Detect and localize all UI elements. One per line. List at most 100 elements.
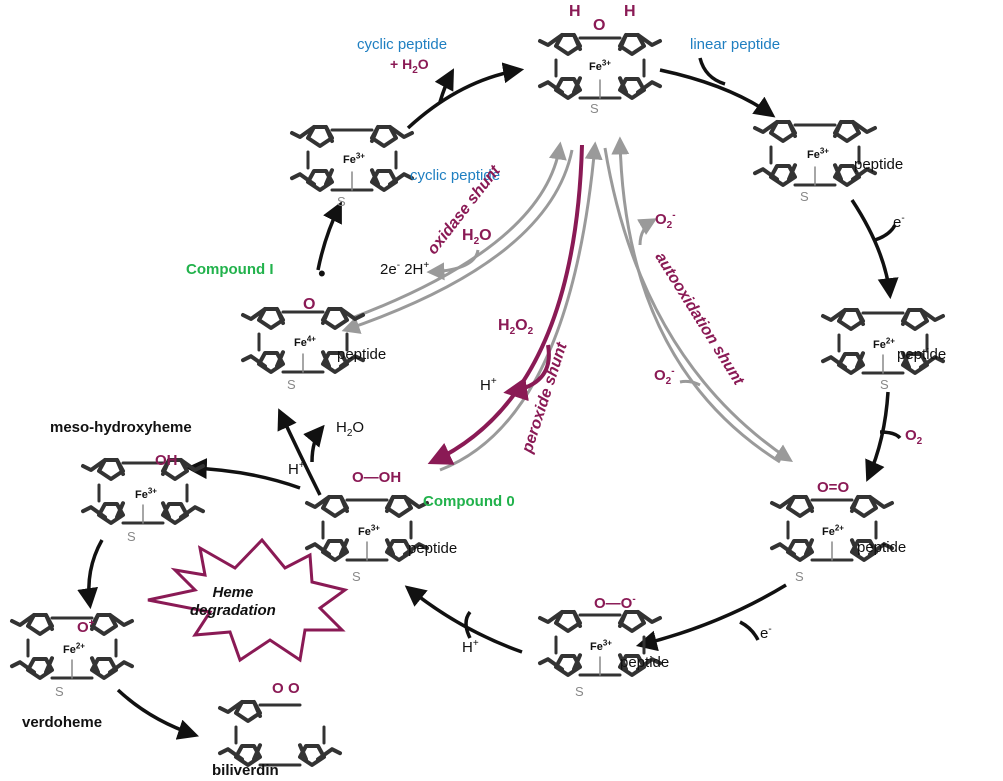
arrow-peroxo-to-compound0: [404, 585, 523, 654]
arrow-e-in-1: [874, 224, 897, 242]
meso-hydroxyheme-label: meso-hydroxyheme: [50, 419, 192, 436]
oxidase-shunt-arrow-b: [351, 141, 567, 320]
arrow-o2-in: [879, 430, 902, 440]
heme-degradation-star: [147, 537, 349, 663]
plus-h2o-label: + H2O: [390, 56, 429, 76]
thiolate-s-peroxo: S: [575, 684, 584, 699]
thiolate-s-meso: S: [127, 529, 136, 544]
superoxide-in-label: O2-: [654, 366, 675, 387]
water-ligand-h-left: H: [569, 3, 581, 20]
fe-ferrous: Fe2+: [873, 336, 895, 351]
thiolate-s-compoundi: S: [287, 377, 296, 392]
cyclic-peptide-release-label: cyclic peptide: [357, 36, 448, 53]
autooxidation-shunt-arrow-b: [611, 136, 781, 464]
peptide-label-substrate: peptide: [854, 156, 904, 173]
peroxide-return-arrow: [439, 141, 603, 472]
oxidase-shunt-arrow-a: [341, 149, 574, 334]
heme-product-bound: [290, 125, 414, 192]
thiolate-s-ferrous: S: [880, 377, 889, 392]
arrow-oxy-to-peroxo: [635, 583, 787, 652]
electron-label-1: e-: [893, 213, 905, 231]
heme-substrate-bound: [753, 120, 877, 187]
heme-verdoheme: [10, 613, 134, 680]
arrow-to-meso: [185, 458, 301, 490]
fe-substrate-bound: Fe3+: [807, 146, 829, 161]
verdoheme-oplus-label: O+: [77, 618, 95, 636]
h2o-side-arrow: [426, 249, 480, 281]
fe-meso-hydroxyheme: Fe3+: [135, 486, 157, 501]
linear-peptide-label: linear peptide: [690, 36, 781, 53]
heme-oxy: [770, 495, 894, 562]
o2-minus-in-arrow: [679, 379, 701, 387]
hplus-label-peroxo: H+: [462, 638, 479, 656]
peptide-label-compoundi: peptide: [337, 346, 387, 363]
heme-peroxo: [538, 610, 662, 677]
arrow-meso-to-verdo: [77, 539, 104, 610]
thiolate-s-compound0: S: [352, 569, 361, 584]
water-ligand-h-right: H: [624, 3, 636, 20]
meso-oh-label: OH: [155, 452, 178, 469]
oxy-ligand-label: O=O: [817, 479, 850, 496]
peptide-label-peroxo: peptide: [620, 654, 670, 671]
peroxide-shunt-arrow: [427, 144, 584, 465]
arrow-compoundi-to-product: [316, 201, 342, 271]
hplus-label-compound0: H+: [288, 460, 305, 478]
h2o-out-label: H2O: [336, 419, 365, 439]
fe-peroxo: Fe3+: [590, 638, 612, 653]
o2-label: O2: [905, 427, 923, 447]
heme-biliverdin: [218, 700, 342, 767]
arrow-resting-to-substrate: [659, 68, 776, 118]
fe-compoundi: Fe4+: [294, 334, 316, 349]
compound-i-label: Compound I: [186, 261, 274, 278]
peptide-label-compound0: peptide: [408, 540, 458, 557]
heme-compoundi: [241, 307, 365, 374]
water-ligand-o: O: [593, 17, 606, 34]
superoxide-out-label: O2-: [655, 210, 676, 231]
arrow-hplus-in: [464, 610, 472, 639]
two-electron-label: 2e- 2H+: [380, 260, 430, 278]
biliverdin-o-right: O: [288, 680, 300, 697]
gray-shunt-arrows: [341, 136, 793, 472]
ferryl-oxo-label: O: [303, 296, 316, 313]
heme-resting: [538, 33, 662, 100]
fe-verdoheme: Fe2+: [63, 641, 85, 656]
fe-resting: Fe3+: [589, 58, 611, 73]
arrow-product-to-resting: [406, 62, 525, 130]
arrow-release-cyclic: [434, 68, 454, 103]
heme-compound0: [305, 495, 429, 562]
thiolate-s-oxy: S: [795, 569, 804, 584]
peptide-label-oxy: peptide: [857, 539, 907, 556]
arrow-compound0-to-compoundi: [277, 408, 322, 496]
verdoheme-label: verdoheme: [22, 714, 103, 731]
thiolate-s-resting: S: [590, 101, 599, 116]
arrow-h2o-out: [303, 424, 325, 463]
hydroperoxo-label: O—OH: [352, 469, 402, 486]
fe-oxy: Fe2+: [822, 523, 844, 538]
compound-i-radical-dot: •: [318, 261, 326, 286]
arrow-ferrous-to-oxy: [865, 391, 890, 482]
peptide-label-ferrous: peptide: [897, 346, 947, 363]
fe-compound0: Fe3+: [358, 523, 380, 538]
hplus-peroxide-label: H+: [480, 376, 497, 394]
thiolate-s-substrate: S: [800, 189, 809, 204]
cyclic-peptide-bound-label: cyclic peptide: [410, 167, 501, 184]
heme-meso-hydroxyheme: [81, 458, 205, 525]
autooxidation-shunt-arrow-a: [603, 147, 793, 462]
arrow-linear-in: [698, 57, 726, 86]
arrow-e-in-2: [739, 620, 760, 641]
biliverdin-label: biliverdin: [212, 762, 279, 779]
peroxo-ligand-label: O—O-: [594, 594, 636, 612]
thiolate-s-product: S: [337, 194, 346, 209]
o2-minus-out-arrow: [637, 218, 658, 246]
h2o2-label: H2O2: [498, 317, 534, 338]
h2o-oxidase-label: H2O: [462, 227, 492, 248]
electron-label-2: e-: [760, 624, 772, 642]
compound-0-label: Compound 0: [423, 493, 515, 510]
arrow-verdo-to-bili: [116, 688, 199, 740]
hplus-out-arrow: [503, 344, 551, 402]
fe-product-bound: Fe3+: [343, 151, 365, 166]
arrow-substrate-to-ferrous: [850, 199, 899, 300]
